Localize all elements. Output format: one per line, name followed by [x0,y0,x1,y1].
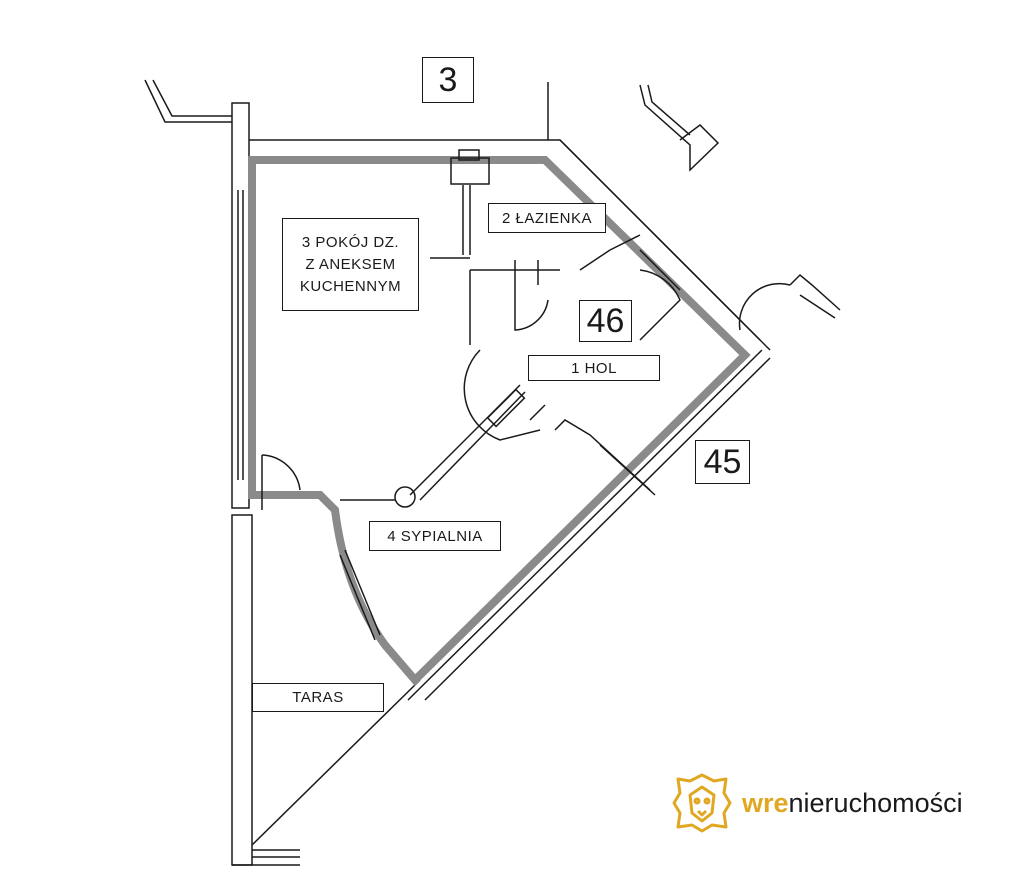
bathroom-door-swing [514,260,549,331]
entry-door-swing [639,269,681,341]
room-label-hall: 1 HOL [528,355,660,381]
room-label-living-line1: 3 POKÓJ DZ. [301,233,400,251]
brand-rest: nieruchomości [788,787,963,818]
terrace-door-swing [261,454,301,491]
unit-number-current: 46 [579,300,632,342]
lion-head-icon [672,773,732,833]
terrace-outline [231,514,253,866]
ventilation-shaft [450,157,490,185]
unit-number-top: 3 [422,57,474,103]
room-label-living-line2: Z ANEKSEM [305,255,396,273]
room-label-terrace: TARAS [252,683,384,712]
brand-accent: wre [742,787,789,818]
room-label-bathroom: 2 ŁAZIENKA [488,203,606,233]
outer-wall-fragment [144,79,232,123]
living-door-swing [463,349,541,441]
brand-wordmark: wrenieruchomości [742,788,963,819]
room-label-bedroom: 4 SYPIALNIA [369,521,501,551]
left-exterior-wall [231,102,250,509]
unit-number-right: 45 [695,440,750,484]
brand-logo: wrenieruchomości [670,771,963,835]
neighbour-fragment [639,84,720,172]
top-wall [249,82,549,141]
room-label-living: 3 POKÓJ DZ. Z ANEKSEM KUCHENNYM [282,218,419,311]
room-label-living-line3: KUCHENNYM [299,277,402,295]
